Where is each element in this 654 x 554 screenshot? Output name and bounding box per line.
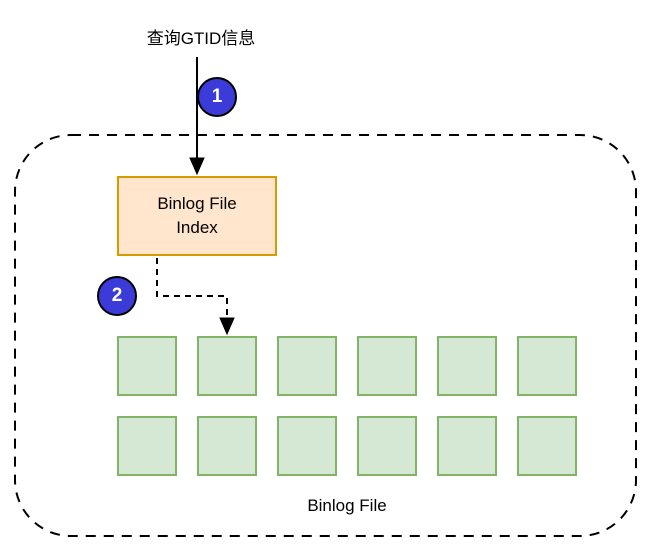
binlog-file-square — [517, 416, 577, 476]
index-box-label-line1: Binlog File — [157, 194, 237, 214]
binlog-file-square — [357, 336, 417, 396]
binlog-file-square — [197, 336, 257, 396]
binlog-file-square — [277, 416, 337, 476]
binlog-file-square — [517, 336, 577, 396]
binlog-file-square — [437, 416, 497, 476]
binlog-file-container-label: Binlog File — [307, 496, 387, 515]
dashed-arrow-icon — [156, 258, 235, 336]
binlog-file-square — [357, 416, 417, 476]
arrow-down-icon — [189, 57, 205, 176]
step-badge-1: 1 — [197, 77, 237, 117]
step-badge-2: 2 — [97, 276, 137, 316]
binlog-file-square — [437, 336, 497, 396]
binlog-file-square — [117, 416, 177, 476]
diagram-title: 查询GTID信息 — [146, 29, 256, 48]
binlog-file-square — [117, 336, 177, 396]
binlog-file-index-box: Binlog File Index — [117, 176, 277, 256]
binlog-grid — [117, 336, 577, 476]
binlog-file-square — [197, 416, 257, 476]
index-box-label-line2: Index — [176, 218, 218, 237]
binlog-file-square — [277, 336, 337, 396]
